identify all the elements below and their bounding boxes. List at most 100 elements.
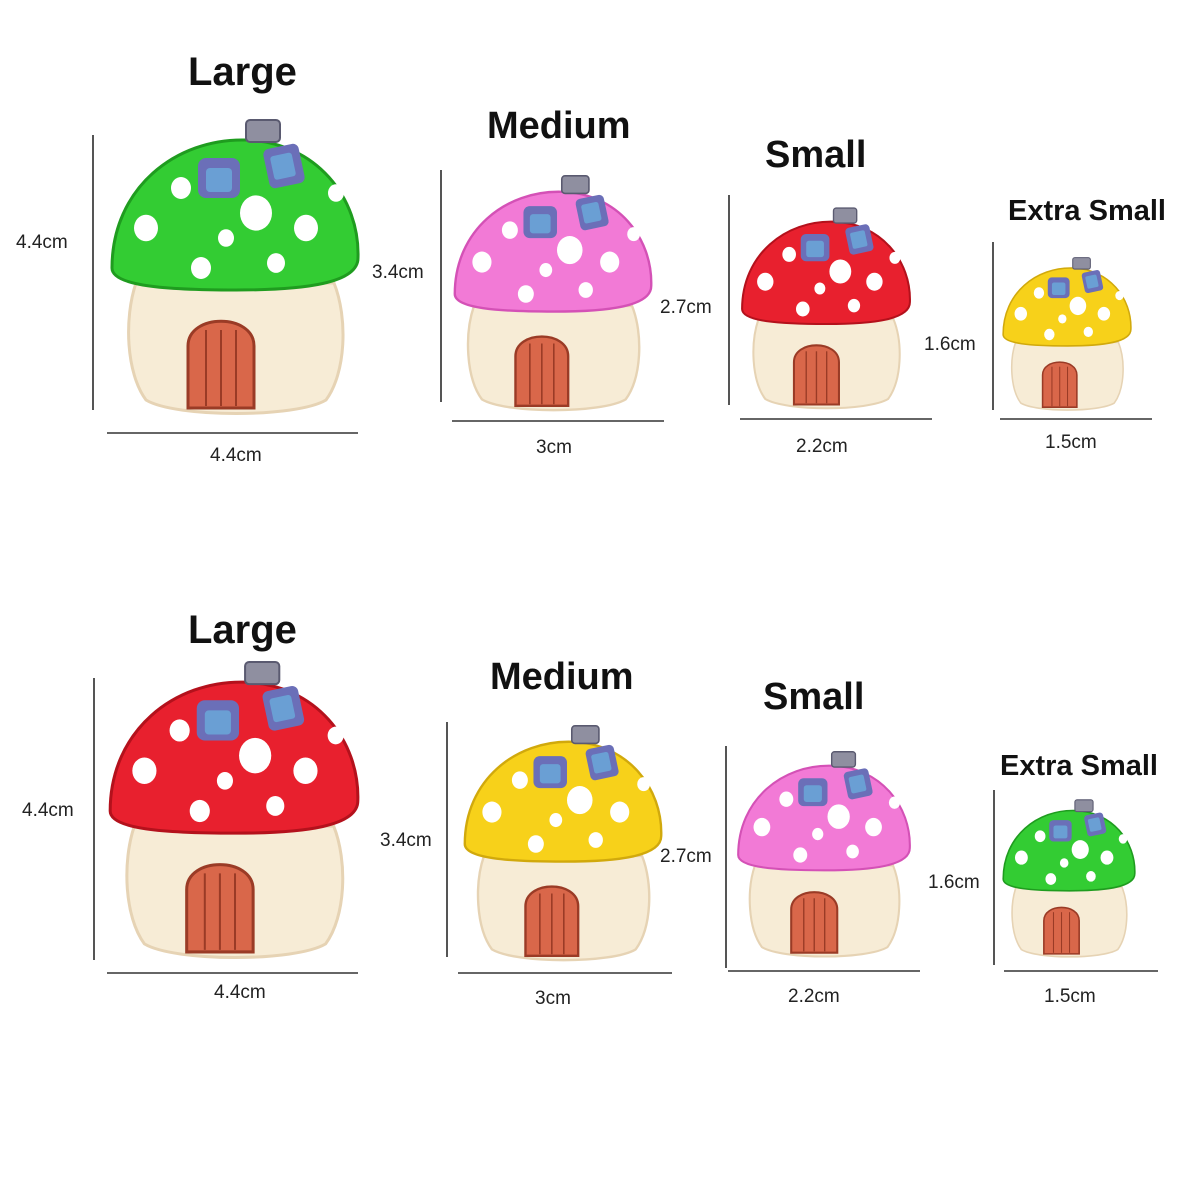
height-label: 1.6cm	[924, 334, 976, 355]
cap-spot	[267, 253, 285, 273]
cap-spot	[1033, 287, 1045, 299]
mushroom-house-yellow-extra-small	[1002, 257, 1132, 411]
cap-spot	[846, 844, 859, 859]
height-dimension-line	[93, 678, 95, 960]
width-dimension-line	[740, 418, 932, 420]
cap-spot	[566, 786, 593, 815]
window-glass	[848, 774, 867, 794]
width-label: 3cm	[536, 437, 572, 458]
cap-spot	[294, 214, 318, 242]
chimney	[832, 207, 858, 224]
cap-spot	[1014, 850, 1028, 865]
chimney	[244, 661, 281, 686]
width-dimension-line	[107, 972, 358, 974]
cap-spot	[866, 272, 883, 291]
cap-spot	[266, 796, 285, 816]
cap-spot	[216, 771, 233, 790]
mushroom-house-green-extra-small	[1002, 799, 1136, 958]
cap-spot	[627, 227, 641, 242]
cap-spot	[501, 221, 518, 239]
window-glass	[581, 201, 602, 224]
mushroom-house-pink-small	[737, 751, 911, 958]
chimney	[570, 725, 600, 745]
height-dimension-line	[446, 722, 448, 957]
width-dimension-line	[452, 420, 664, 422]
cap-spot	[610, 801, 630, 823]
height-label: 1.6cm	[928, 872, 980, 893]
height-dimension-line	[992, 242, 994, 410]
height-label: 4.4cm	[16, 232, 68, 253]
mushroom-house-pink-medium	[453, 175, 653, 412]
width-dimension-line	[1004, 970, 1158, 972]
chimney	[1072, 257, 1091, 270]
cap-spot	[578, 282, 593, 298]
cap-spot	[600, 251, 620, 273]
height-dimension-line	[440, 170, 442, 402]
mushroom-house-yellow-medium	[463, 725, 663, 962]
cap-spot	[218, 229, 234, 247]
height-label: 3.4cm	[380, 830, 432, 851]
cap-spot	[889, 251, 901, 264]
cap-spot	[1071, 840, 1089, 859]
cap-spot	[588, 832, 603, 848]
window-glass	[529, 214, 551, 234]
width-label: 1.5cm	[1044, 986, 1096, 1007]
cap-spot	[482, 801, 502, 823]
window-glass	[206, 168, 232, 192]
chimney	[560, 175, 590, 195]
cap-spot	[1044, 328, 1055, 341]
width-dimension-line	[107, 432, 358, 434]
size-label: Medium	[487, 105, 631, 147]
window-glass	[539, 764, 561, 784]
cap-spot	[1059, 858, 1069, 868]
chimney	[245, 119, 281, 143]
cap-spot	[1086, 871, 1096, 882]
cap-spot	[327, 726, 344, 745]
chimney	[1074, 799, 1094, 813]
cap-spot	[1045, 873, 1057, 885]
cap-spot	[549, 813, 563, 828]
chimney	[830, 751, 857, 768]
cap-spot	[239, 737, 272, 774]
cap-spot	[814, 282, 826, 295]
cap-spot	[169, 719, 190, 742]
mushroom-house-green-large	[110, 119, 360, 415]
width-dimension-line	[728, 970, 920, 972]
window-glass	[806, 240, 824, 258]
cap-spot	[1115, 290, 1124, 301]
height-dimension-line	[993, 790, 995, 965]
cap-spot	[793, 847, 808, 863]
cap-spot	[134, 214, 158, 242]
cap-spot	[1083, 326, 1093, 338]
cap-spot	[865, 817, 882, 837]
cap-spot	[240, 195, 272, 231]
cap-spot	[328, 184, 344, 202]
cap-spot	[812, 827, 824, 841]
cap-spot	[1118, 834, 1128, 844]
width-label: 3cm	[535, 988, 571, 1009]
cap-spot	[527, 835, 544, 853]
cap-spot	[1097, 306, 1111, 321]
cap-spot	[511, 771, 528, 789]
cap-spot	[293, 757, 318, 785]
height-dimension-line	[725, 746, 727, 968]
cap-spot	[827, 804, 850, 829]
height-dimension-line	[92, 135, 94, 410]
window-glass	[1051, 282, 1066, 296]
width-label: 4.4cm	[210, 445, 262, 466]
height-dimension-line	[728, 195, 730, 405]
window-glass	[850, 230, 868, 249]
width-label: 2.2cm	[796, 436, 848, 457]
cap-spot	[829, 259, 852, 284]
cap-spot	[779, 791, 794, 807]
window-glass	[269, 694, 296, 723]
cap-spot	[795, 301, 810, 317]
cap-spot	[132, 757, 157, 785]
height-label: 3.4cm	[372, 262, 424, 283]
cap-spot	[1100, 850, 1114, 865]
cap-spot	[556, 236, 583, 265]
mushroom-house-red-small	[741, 207, 911, 410]
height-label: 2.7cm	[660, 297, 712, 318]
cap-spot	[191, 257, 211, 279]
cap-spot	[472, 251, 492, 273]
